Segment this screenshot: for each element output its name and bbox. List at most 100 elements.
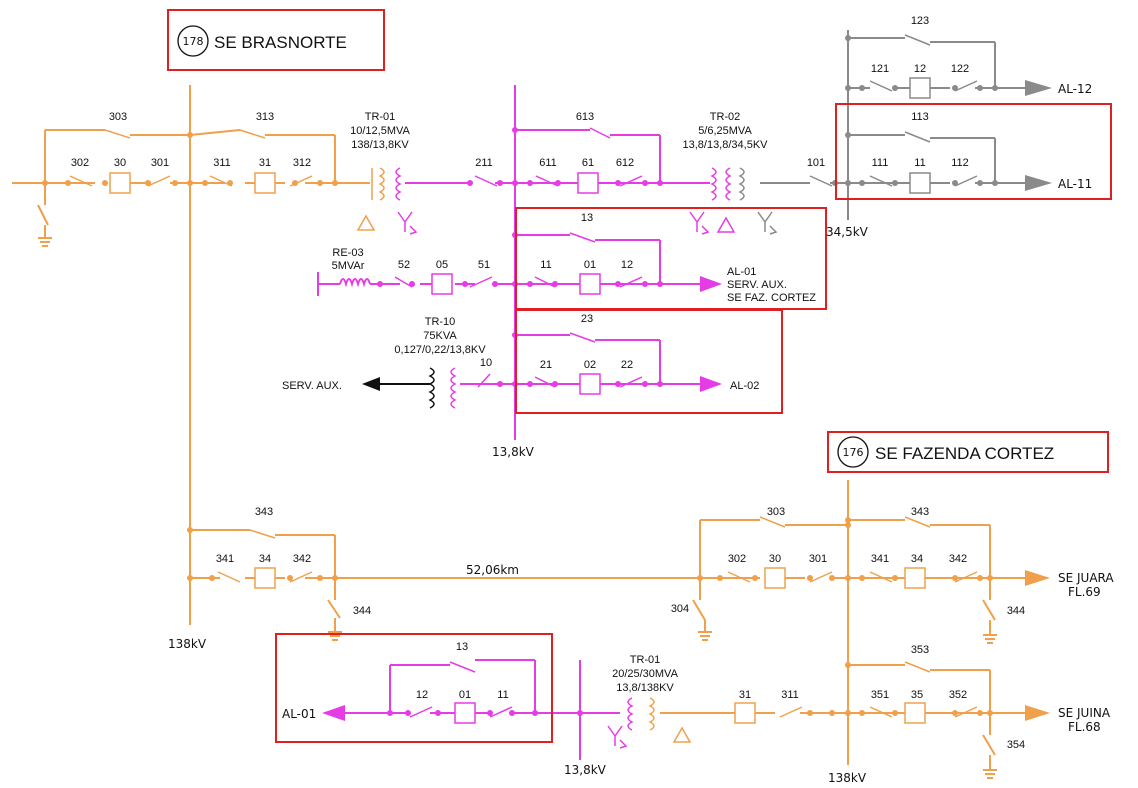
eq-b312: 312 [293,157,311,169]
juina-label-2: FL.68 [1068,720,1101,734]
fazenda-13-8kv-dots [387,710,583,716]
al12-al11-arrows [1025,80,1052,191]
eq-f341: 341 [871,553,889,565]
eq-f13: 13 [456,641,468,653]
re03-b-rating: 5MVAr [332,260,365,272]
highlight-al-02 [515,309,783,414]
brasnorte-13-8kv-label: 13,8kV [492,445,535,459]
eq-b301: 301 [151,157,169,169]
eq-b303: 303 [109,111,127,123]
eq-f351: 351 [871,689,889,701]
tr10-b-rating: 75KVA [423,330,457,342]
al01-fazenda-arrow [322,705,345,721]
brasnorte-34-5kv-dots [832,35,998,186]
brasnorte-138kv-breakers [109,172,276,589]
tr01-b-ratio: 138/13,8KV [351,139,409,151]
eq-b123: 123 [911,15,929,27]
tr01-f-ratio: 13,8/138KV [616,682,674,694]
brasnorte-138kv-switches [69,129,313,583]
eq-b121: 121 [871,63,889,75]
brasnorte-138kv-label: 138kV [168,637,207,651]
eq-f30: 30 [769,553,781,565]
highlight-se-fazenda [827,431,1109,473]
eq-b51: 51 [478,259,490,271]
brasnorte-138kv-dots [42,132,338,581]
al11-label: AL-11 [1058,177,1092,191]
eq-b343: 343 [255,506,273,518]
eq-b22: 22 [621,359,633,371]
re03-b-name: RE-03 [332,247,363,259]
al01-b-label-2: SERV. AUX. [727,279,787,291]
eq-b30: 30 [114,157,126,169]
eq-b52: 52 [398,259,410,271]
eq-b12: 12 [914,63,926,75]
eq-b113: 113 [911,111,929,123]
brasnorte-13-8kv-switches [394,127,643,388]
al02-label: AL-02 [730,380,759,392]
tr01-brasnorte-symbol [356,167,418,235]
fazenda-138kv-dots [697,517,993,716]
eq-b12a: 12 [621,259,633,271]
eq-b11: 11 [914,157,925,169]
al01-b-label-3: SE FAZ. CORTEZ [727,292,816,304]
brasnorte-13-8kv-breakers [431,172,601,395]
highlight-al-01-fazenda [275,633,553,743]
tr02-brasnorte-symbol [689,167,778,235]
eq-b10: 10 [480,357,492,369]
fazenda-feeder-arrows [1025,570,1050,721]
eq-b31: 31 [259,157,271,169]
eq-b612: 612 [616,157,634,169]
brasnorte-feeder-arrows [700,276,722,392]
fazenda-138kv-label: 138kV [828,771,867,785]
highlight-al-11 [835,103,1112,200]
brasnorte-13-8kv-dots [377,127,663,387]
tr01-f-name: TR-01 [630,654,661,666]
tr10-brasnorte-symbol [380,367,457,409]
highlight-se-brasnorte [167,9,385,71]
eq-b61: 61 [582,157,594,169]
eq-f344: 344 [1007,605,1025,617]
eq-f304: 304 [671,603,689,615]
eq-f302: 302 [728,553,746,565]
tr02-b-ratio: 13,8/13,8/34,5KV [682,139,768,151]
al01-b-label-1: AL-01 [727,266,756,278]
fazenda-number: 176 [843,446,864,459]
tr10-b-name: TR-10 [425,316,456,328]
eq-b13: 13 [581,212,593,224]
eq-b112: 112 [951,157,969,169]
fazenda-13-8kv-label: 13,8kV [564,763,607,777]
serv-aux-arrow [362,377,380,391]
eq-b344: 344 [353,605,371,617]
eq-b111: 111 [872,157,889,169]
fazenda-13-8kv-switches [409,661,513,718]
eq-f342: 342 [949,553,967,565]
eq-b302: 302 [71,157,89,169]
eq-b122: 122 [951,63,969,75]
eq-b611: 611 [539,157,557,169]
fazenda-13-8kv-breakers [454,702,476,724]
eq-b23: 23 [581,313,593,325]
eq-f343: 343 [911,506,929,518]
eq-f353: 353 [911,644,929,656]
serv-aux-label: SERV. AUX. [282,380,342,392]
eq-f11: 11 [497,689,508,701]
fazenda-number-circle [837,436,869,468]
fazenda-138kv-switches [727,516,978,718]
eq-b313: 313 [256,111,274,123]
brasnorte-34-5kv-switches [809,34,978,187]
brasnorte-34-5kv-label: 34,5kV [826,225,869,239]
eq-f01: 01 [459,689,471,701]
line-length: 52,06km [466,563,519,577]
eq-b613: 613 [576,111,594,123]
eq-b21: 21 [540,359,552,371]
al01-f-label: AL-01 [282,707,316,721]
eq-f303: 303 [767,506,785,518]
juara-label-2: FL.69 [1068,585,1101,599]
fazenda-name: SE FAZENDA CORTEZ [875,444,1054,463]
eq-b02: 02 [584,359,596,371]
eq-b01: 01 [584,259,596,271]
fazenda-13-8kv-network [345,659,634,760]
tr02-b-rating: 5/6,25MVA [698,125,752,137]
eq-b11a: 11 [540,259,551,271]
